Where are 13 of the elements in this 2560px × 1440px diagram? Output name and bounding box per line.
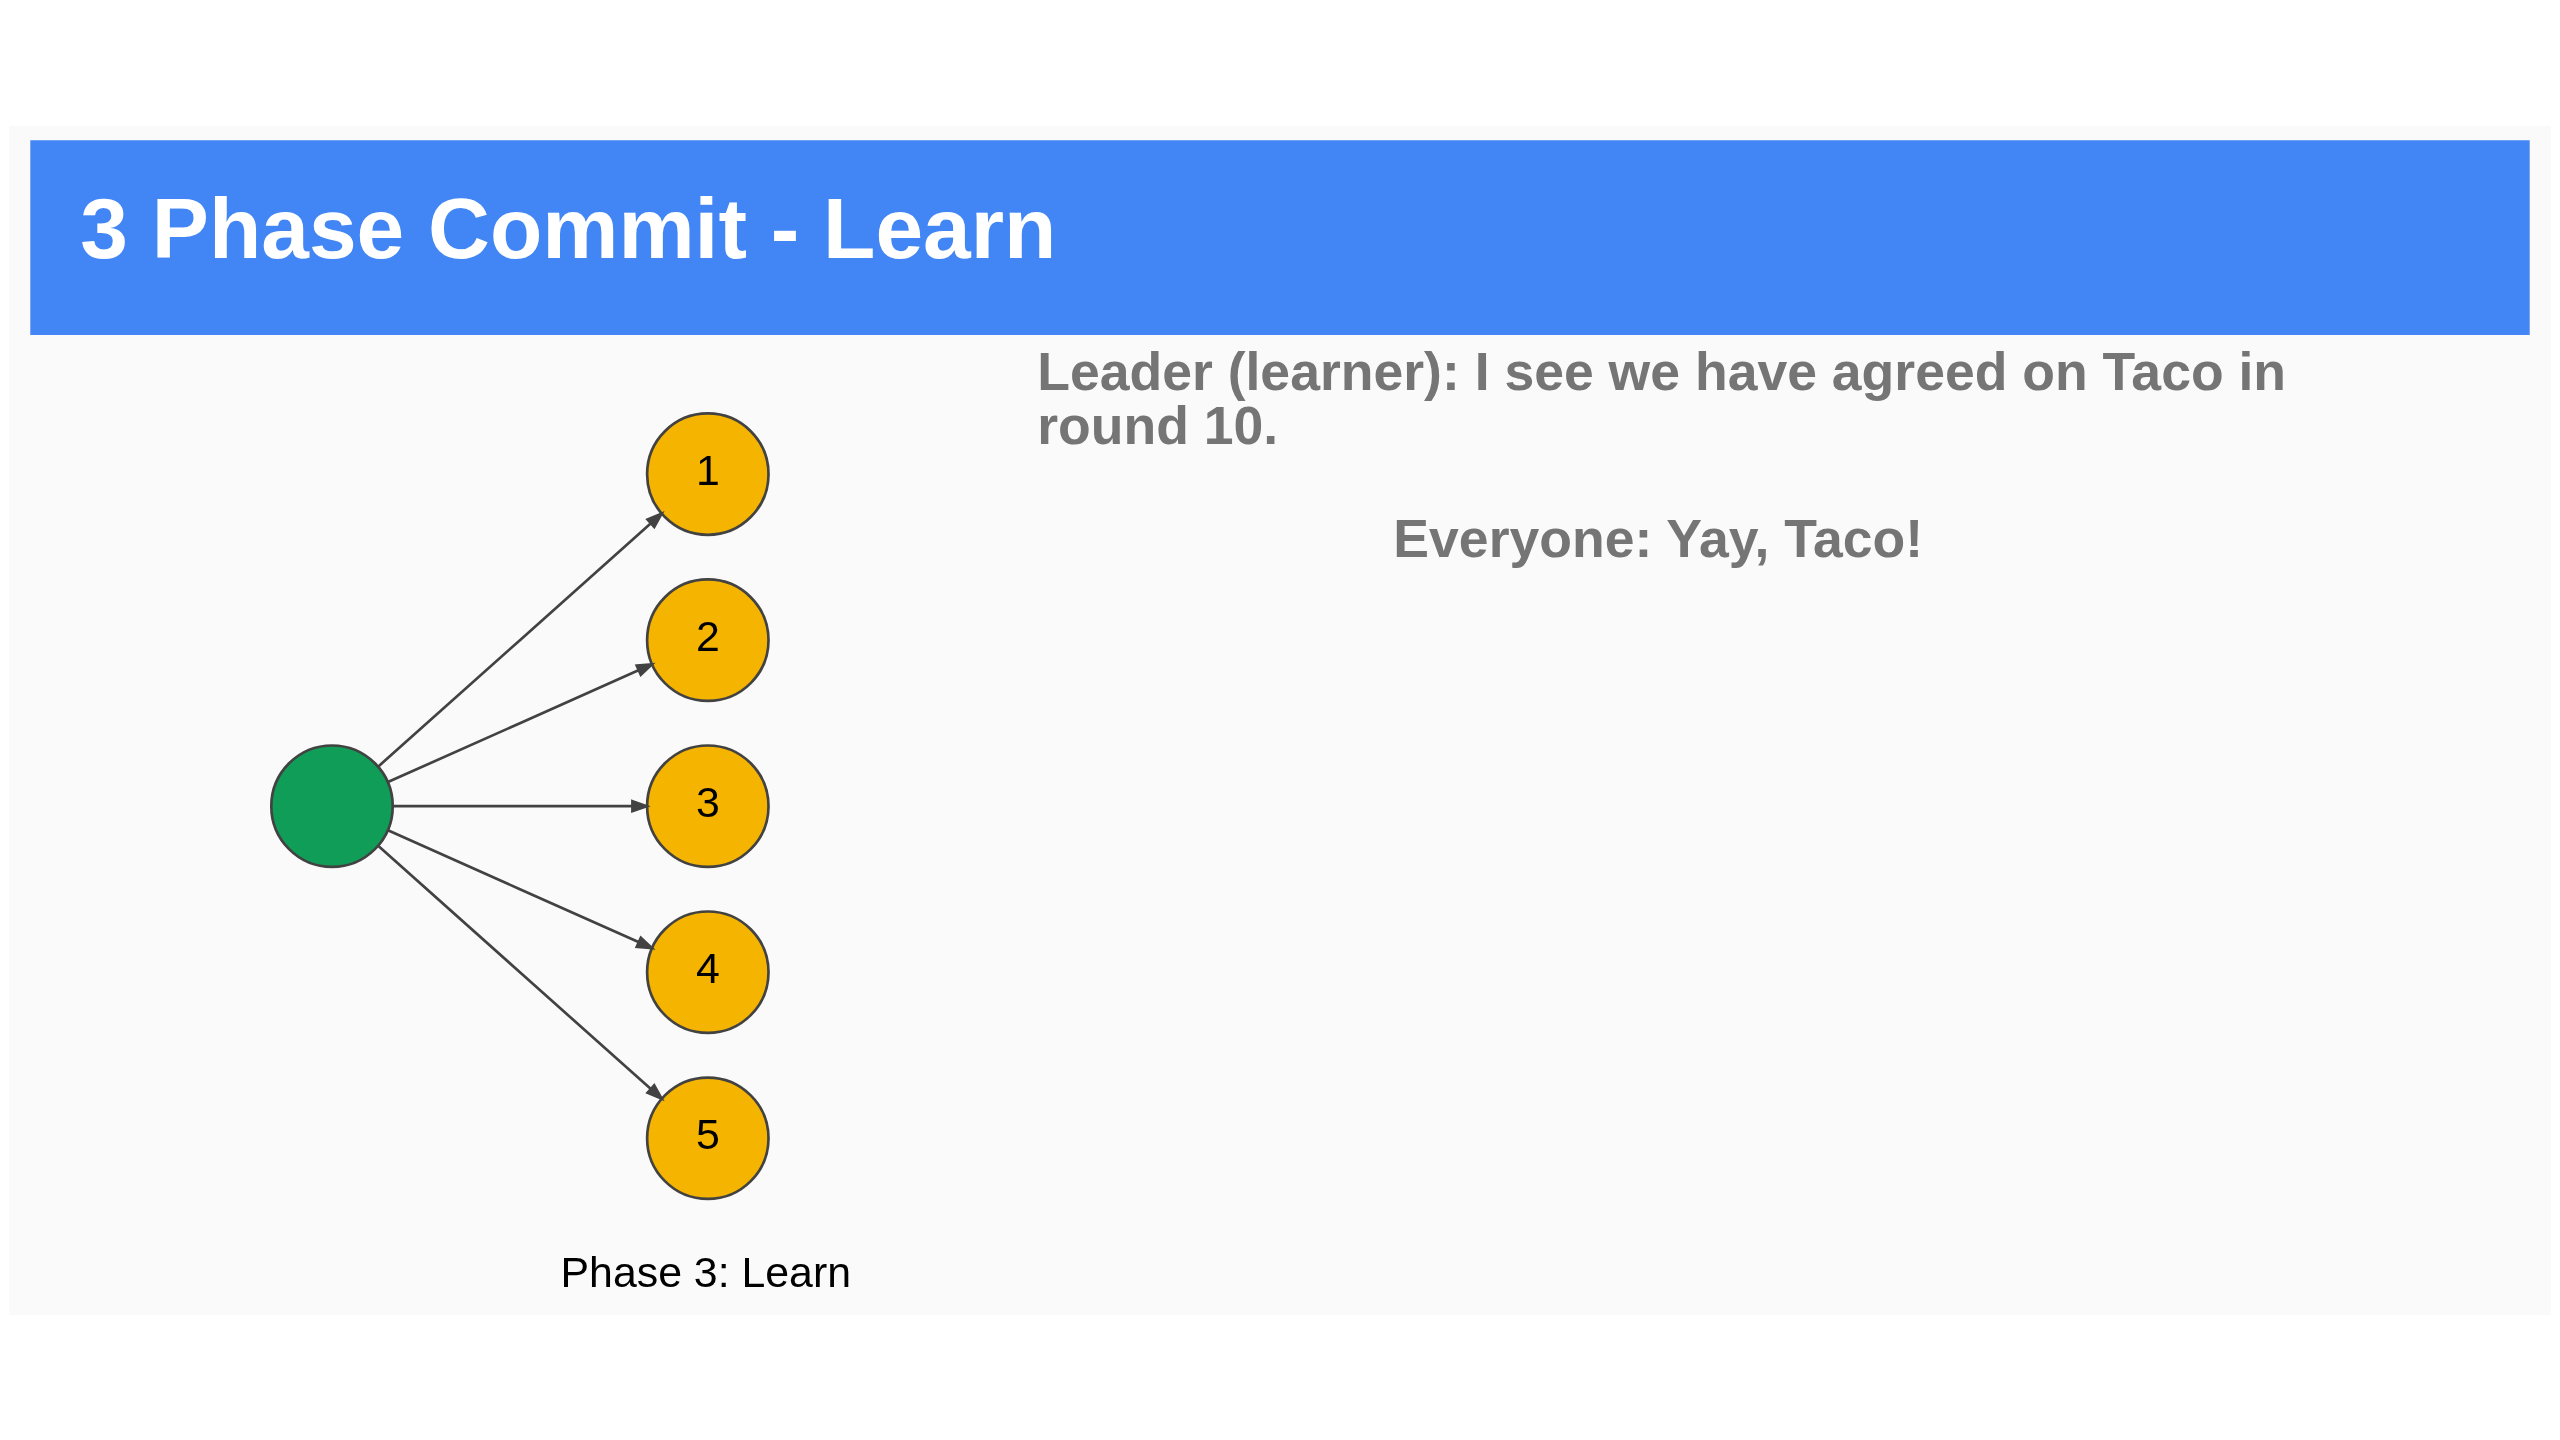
arrow — [387, 828, 656, 950]
node-circle: 3 — [645, 743, 770, 868]
arrow — [377, 844, 665, 1101]
diagram-title: 3 Phase Commit - Learn — [80, 179, 1057, 276]
arrow — [387, 662, 656, 783]
arrow — [392, 798, 651, 813]
node-circle: 4 — [645, 909, 770, 1034]
arrow — [377, 510, 665, 767]
node-circle: 2 — [645, 577, 770, 702]
label: Leader (learner): I see we have agreed on Taco in round 10. — [1037, 341, 2287, 455]
label: Everyone: Yay, Taco! — [1393, 508, 1924, 568]
label: Phase 3: Learn — [560, 1247, 852, 1296]
node-circle — [269, 743, 395, 868]
